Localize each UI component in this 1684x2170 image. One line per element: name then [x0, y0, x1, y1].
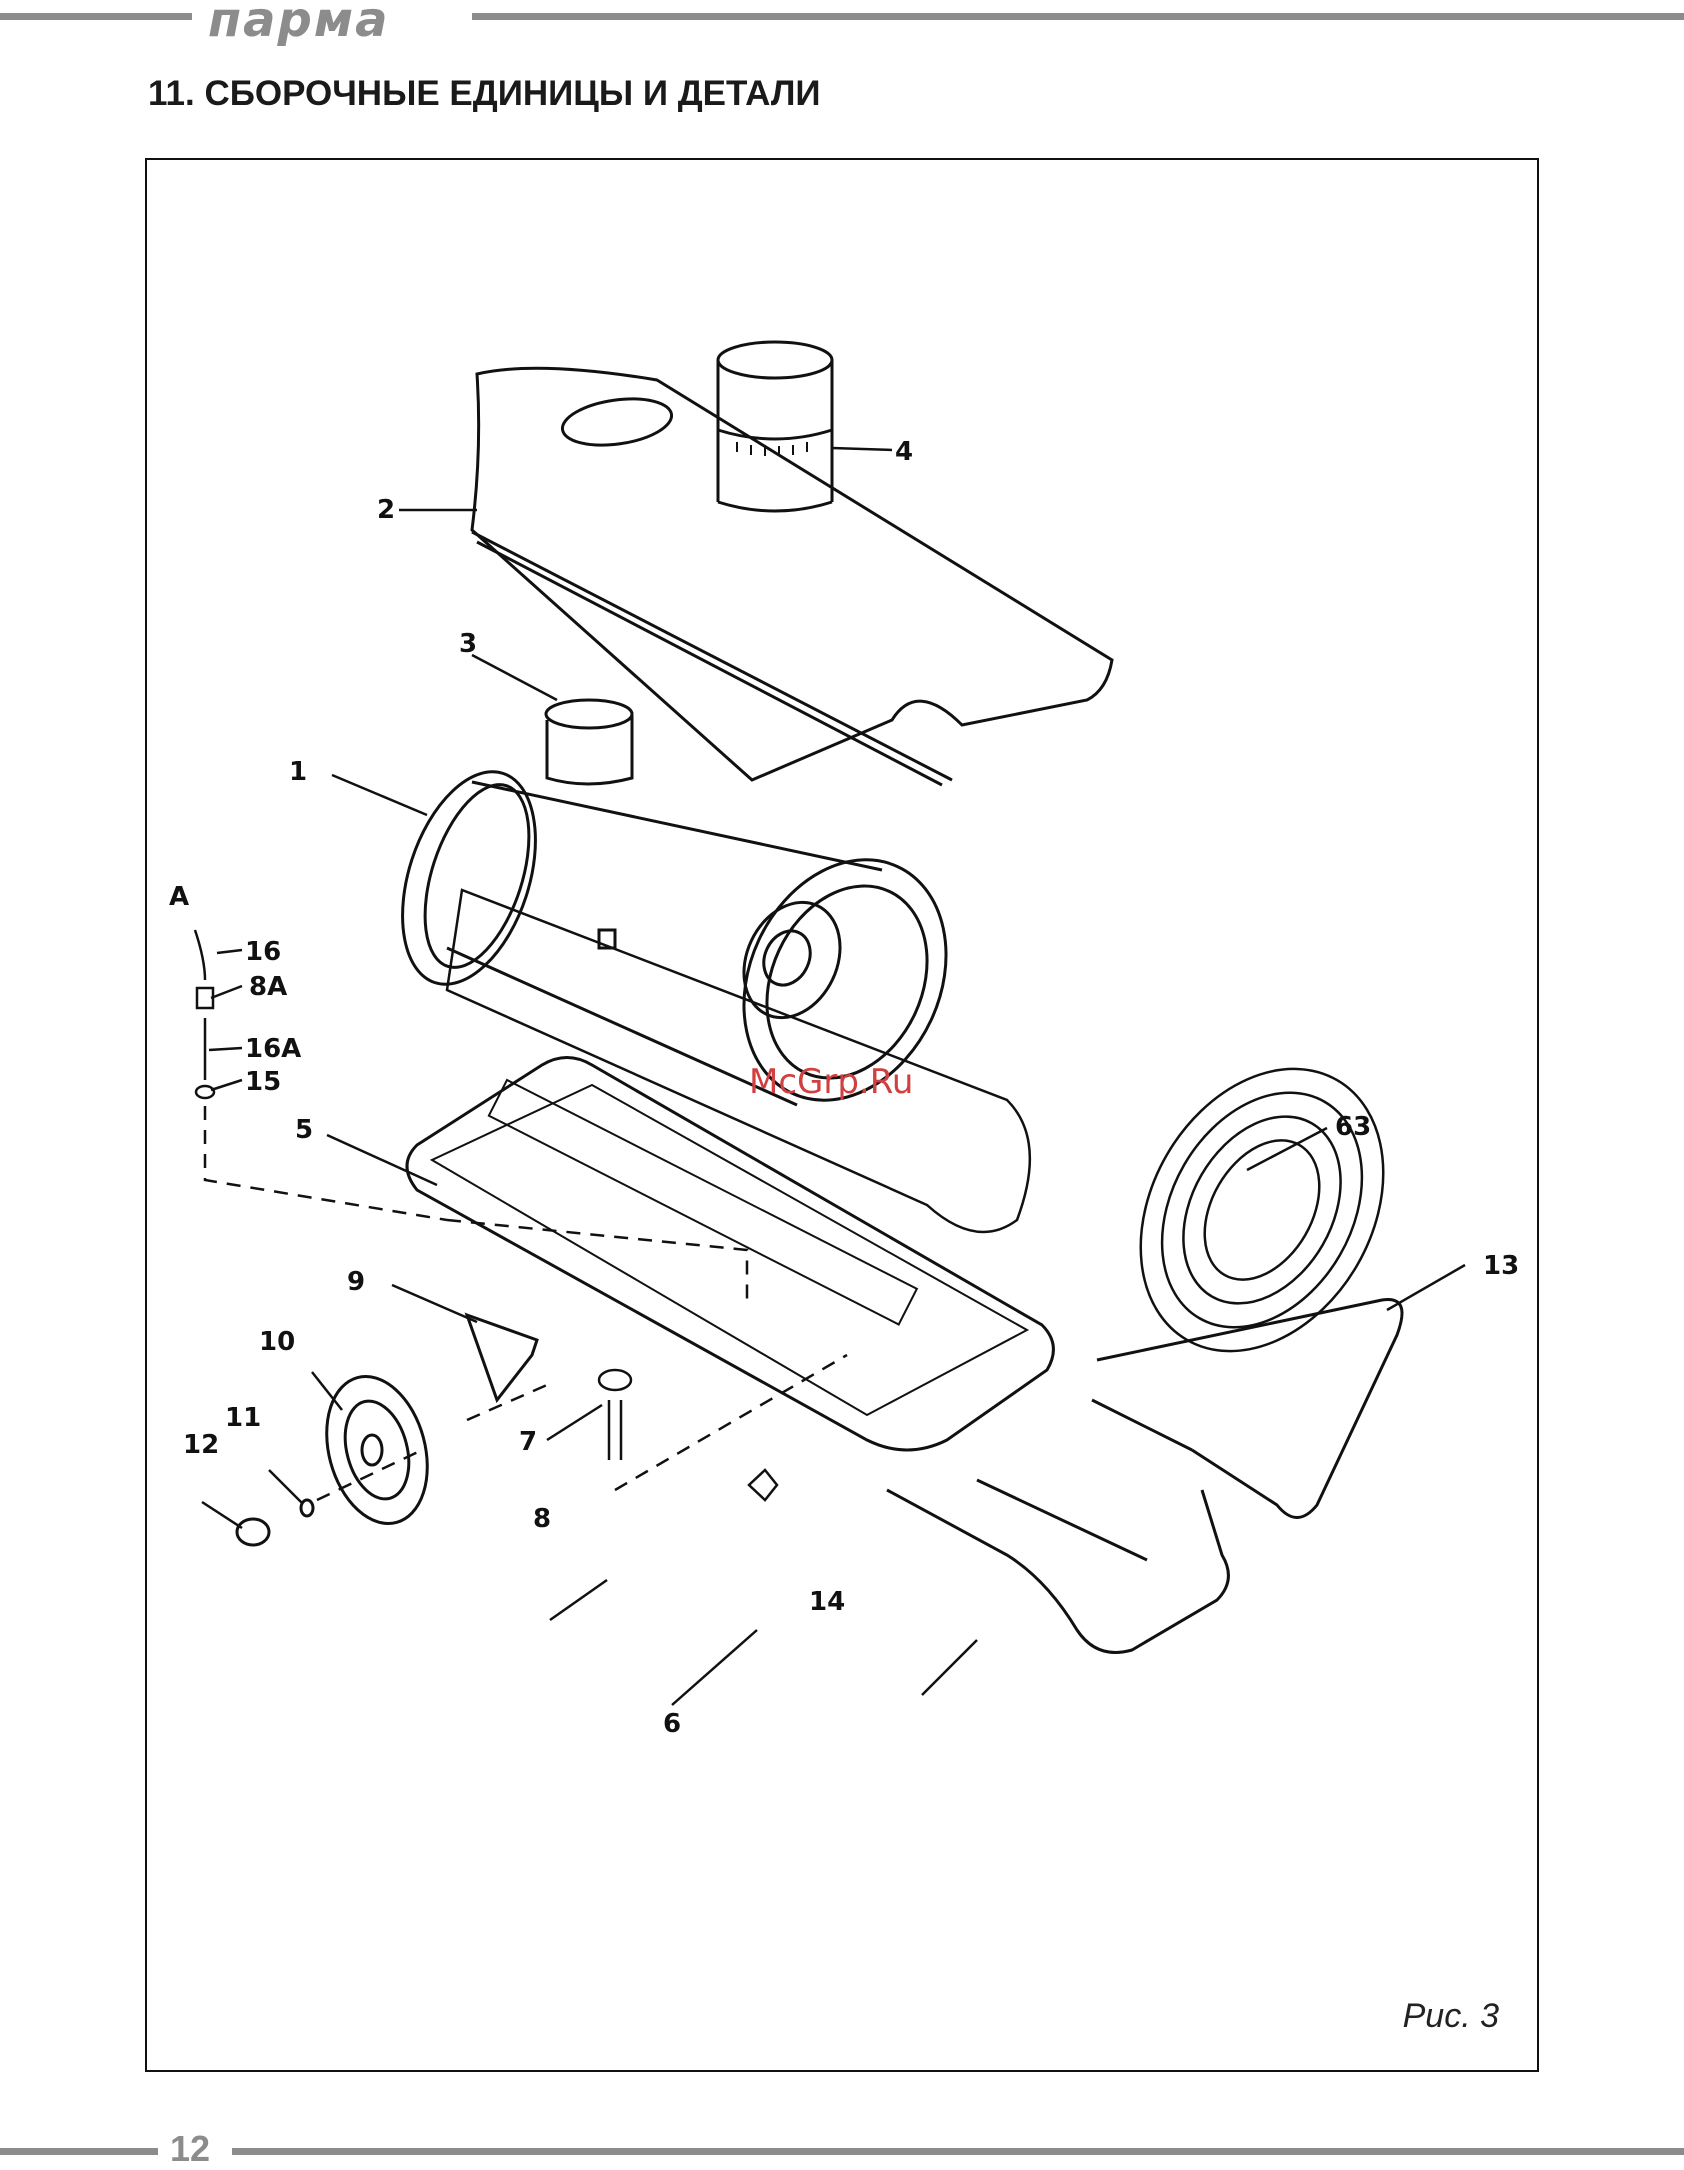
callout-15: 15: [245, 1067, 281, 1097]
callout-16a: 16A: [245, 1034, 301, 1064]
view-label-a: A: [169, 882, 189, 912]
top-cover-part: [472, 368, 1112, 785]
figure-caption: Рис. 3: [1403, 1997, 1499, 2036]
handle-rear-part: [1092, 1299, 1402, 1517]
header-rule-right: [472, 13, 1684, 20]
figure-frame: 1 2 3 4 5 6 7 8 9 10 11 12 13 14 15 16 8…: [145, 158, 1539, 2072]
callout-8a: 8A: [249, 972, 287, 1002]
callout-6: 6: [663, 1709, 681, 1739]
callout-4: 4: [895, 437, 913, 467]
callout-13: 13: [1483, 1251, 1519, 1281]
brand-logo: парма: [208, 0, 390, 48]
callout-7: 7: [519, 1427, 537, 1457]
callout-14: 14: [809, 1587, 845, 1617]
fan-guard-part: [1092, 1025, 1433, 1395]
callout-5: 5: [295, 1115, 313, 1145]
callout-10: 10: [259, 1327, 295, 1357]
section-title: 11. СБОРОЧНЫЕ ЕДИНИЦЫ И ДЕТАЛИ: [148, 74, 821, 114]
callout-3: 3: [459, 629, 477, 659]
callout-2: 2: [377, 495, 395, 525]
footer-rule-right: [232, 2148, 1684, 2155]
callout-12: 12: [183, 1430, 219, 1460]
cap-part: [237, 1519, 269, 1545]
watermark: McGrp.Ru: [749, 1062, 913, 1102]
header-rule-left: [0, 13, 192, 20]
callout-9: 9: [347, 1267, 365, 1297]
assembly-lines: [317, 1355, 847, 1500]
footer-rule-left: [0, 2148, 158, 2155]
washer-part: [301, 1500, 313, 1516]
page-number: 12: [170, 2128, 210, 2170]
callout-1: 1: [289, 757, 307, 787]
handle-front-part: [887, 1480, 1228, 1653]
foot-parts: [599, 1370, 777, 1500]
callout-11: 11: [225, 1403, 261, 1433]
callout-8: 8: [533, 1504, 551, 1534]
callout-63: 63: [1335, 1112, 1371, 1142]
callout-16: 16: [245, 937, 281, 967]
wheel-part: [311, 1365, 443, 1535]
wheel-bracket-part: [467, 1315, 537, 1400]
exploded-assembly-drawing: 1 2 3 4 5 6 7 8 9 10 11 12 13 14 15 16 8…: [147, 160, 1537, 2070]
